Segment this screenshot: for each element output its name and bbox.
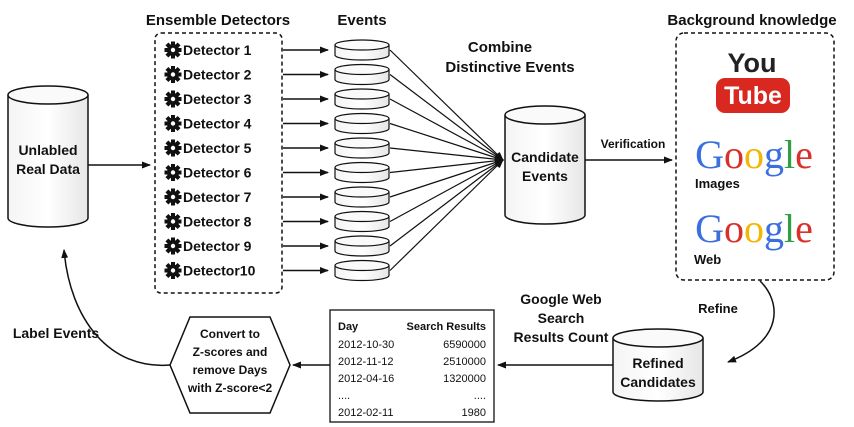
ensemble-detectors-title: Ensemble Detectors xyxy=(146,12,290,29)
youtube-logo: You Tube xyxy=(716,48,790,113)
svg-text:You: You xyxy=(728,48,777,78)
arrow-event-to-candidate xyxy=(389,122,504,161)
event-cylinder xyxy=(334,112,390,135)
hexagon-line-1: Convert to xyxy=(200,327,260,341)
background-knowledge-box xyxy=(675,32,835,281)
svg-text:Google: Google xyxy=(695,206,813,251)
gear-icon xyxy=(164,90,182,108)
search-count-label-2: Search xyxy=(538,310,585,326)
event-cylinder xyxy=(334,63,390,86)
event-cylinder xyxy=(334,186,390,208)
hexagon-line-2: Z-scores and xyxy=(193,345,268,359)
arrow-event-to-candidate xyxy=(389,159,504,198)
gear-icon xyxy=(164,164,182,181)
refined-candidates-cylinder: Refined Candidates xyxy=(612,328,704,402)
google-web-logo: Google Web xyxy=(694,206,813,267)
table-cell-results: 1980 xyxy=(462,407,486,419)
table-cell-day: 2012-11-12 xyxy=(338,356,393,368)
event-cylinder xyxy=(334,137,390,159)
arrow-event-to-candidate xyxy=(389,49,504,161)
detector-label: Detector 9 xyxy=(183,238,252,254)
refined-label-2: Candidates xyxy=(620,374,696,390)
arrow-refine xyxy=(727,280,775,363)
data-cylinder-label-2: Real Data xyxy=(16,161,80,177)
arrow-event-to-candidate xyxy=(389,147,504,163)
table-cell-day: 2012-04-16 xyxy=(338,373,394,385)
gear-icon xyxy=(164,213,182,230)
detector-label: Detector 5 xyxy=(183,140,252,156)
arrow-event-to-candidate xyxy=(389,159,504,271)
verification-label: Verification xyxy=(601,137,666,151)
gear-icon xyxy=(164,262,182,279)
gear-icon xyxy=(164,139,182,157)
google-images-logo: Google Images xyxy=(695,132,813,191)
detector-label: Detector10 xyxy=(183,263,256,279)
unlabeled-data-cylinder: Unlabled Real Data xyxy=(7,85,89,228)
table-cell-results: 6590000 xyxy=(443,339,486,351)
arrow-event-to-candidate xyxy=(389,98,504,161)
arrow-event-to-candidate xyxy=(389,74,504,161)
detector-label: Detector 1 xyxy=(183,42,252,58)
event-cylinder xyxy=(334,210,390,233)
detector-label: Detector 8 xyxy=(183,214,252,230)
gear-icon xyxy=(164,41,182,59)
search-count-label-3: Results Count xyxy=(514,329,609,345)
google-images-caption: Images xyxy=(695,176,740,191)
event-cylinders xyxy=(334,39,390,282)
zscore-hexagon: Convert to Z-scores and remove Days with… xyxy=(169,316,291,414)
event-cylinder xyxy=(334,235,390,257)
detectors-box xyxy=(154,32,283,294)
combine-title-line2: Distinctive Events xyxy=(445,59,574,76)
candidate-label-2: Events xyxy=(522,168,568,184)
event-cylinder xyxy=(334,259,390,282)
svg-text:Google: Google xyxy=(695,132,813,177)
detector-label: Detector 3 xyxy=(183,91,252,107)
candidate-events-cylinder: Candidate Events xyxy=(504,105,586,225)
google-web-caption: Web xyxy=(694,252,721,267)
detector-label: Detector 7 xyxy=(183,189,252,205)
detector-list: Detector 1 Detector 2 Detector 3 Detector 4… xyxy=(164,41,256,279)
detector-label: Detector 6 xyxy=(183,165,252,181)
hexagon-line-4: with Z-score<2 xyxy=(187,381,273,395)
table-cell-day: 2012-10-30 xyxy=(338,339,394,351)
hexagon-line-3: remove Days xyxy=(193,363,268,377)
search-count-label-1: Google Web xyxy=(520,291,601,307)
arrow-event-to-candidate xyxy=(389,159,504,223)
candidate-label-1: Candidate xyxy=(511,149,579,165)
events-title: Events xyxy=(337,12,386,29)
gear-icon xyxy=(164,66,182,83)
gear-icon xyxy=(164,115,182,132)
gear-icon xyxy=(164,237,182,255)
arrow-event-to-candidate xyxy=(389,157,504,174)
table-cell-results: .... xyxy=(474,390,486,402)
table-cell-day: .... xyxy=(338,390,350,402)
table-cell-results: 1320000 xyxy=(443,373,486,385)
table-header-results: Search Results xyxy=(407,321,486,333)
label-events-text: Label Events xyxy=(13,325,100,341)
background-knowledge-title: Background knowledge xyxy=(667,12,836,29)
refine-label: Refine xyxy=(698,301,738,316)
search-results-table: Day Search Results 2012-10-30 6590000 2012… xyxy=(329,309,495,423)
event-cylinder xyxy=(334,39,390,61)
table-cell-results: 2510000 xyxy=(443,356,486,368)
detector-label: Detector 2 xyxy=(183,67,252,83)
event-cylinder xyxy=(334,161,390,184)
arrow-event-to-candidate xyxy=(389,159,504,247)
table-cell-day: 2012-02-11 xyxy=(338,407,393,419)
combine-title-line1: Combine xyxy=(468,39,532,56)
detector-label: Detector 4 xyxy=(183,116,252,132)
data-cylinder-label-1: Unlabled xyxy=(18,142,77,158)
event-cylinder xyxy=(334,88,390,110)
gear-icon xyxy=(164,188,182,206)
table-header-day: Day xyxy=(338,321,359,333)
refined-label-1: Refined xyxy=(632,355,683,371)
arrow-label-events xyxy=(61,249,171,366)
svg-text:Tube: Tube xyxy=(724,82,782,110)
